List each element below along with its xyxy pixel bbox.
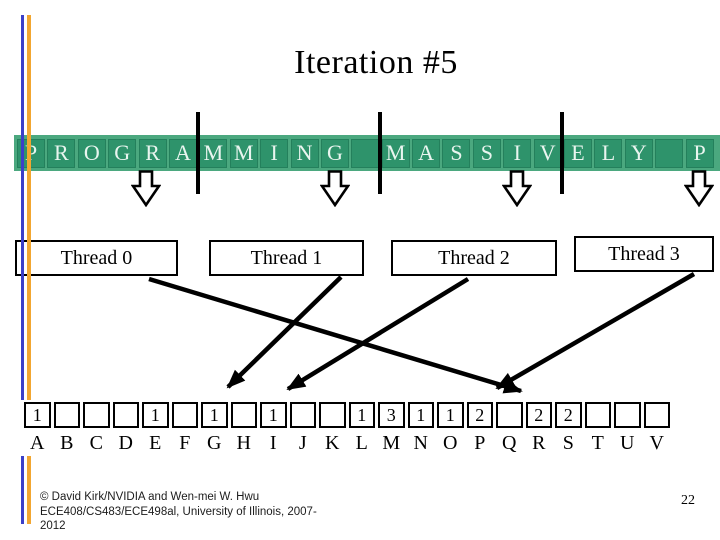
histogram-letter: O <box>443 431 458 454</box>
input-cell: M <box>199 138 228 168</box>
input-cell: R <box>138 138 167 168</box>
thread-2-arrow <box>286 277 470 391</box>
thread-box-0: Thread 0 <box>15 240 178 276</box>
histogram-cell <box>171 402 198 428</box>
current-position-arrow-icon <box>131 170 161 207</box>
histogram-cell: 2 <box>525 402 552 428</box>
thread-label: Thread 3 <box>608 242 680 265</box>
histogram-letter: J <box>298 431 307 454</box>
page-number: 22 <box>681 493 695 508</box>
histogram-letter: V <box>649 431 664 454</box>
histogram-letter: E <box>149 431 162 454</box>
histogram-letter: P <box>474 431 486 454</box>
thread-box-1: Thread 1 <box>209 240 364 276</box>
histogram-letter: M <box>382 431 401 454</box>
thread-0-arrow <box>148 276 523 394</box>
current-position-arrow-icon <box>502 170 532 207</box>
orange-accent-bar <box>26 15 31 400</box>
histogram-cell <box>83 402 110 428</box>
input-cell: S <box>442 138 471 168</box>
histogram-cell <box>230 402 257 428</box>
input-cell: A <box>412 138 441 168</box>
current-position-arrow-icon <box>684 170 714 207</box>
footer-line: 2012 <box>40 520 66 532</box>
input-string-row: P R O G R A M M I N G M A S S I V E L Y … <box>14 135 720 171</box>
input-cell: R <box>47 138 76 168</box>
input-cell: M <box>229 138 258 168</box>
histogram-letter: I <box>269 431 277 454</box>
histogram-cell: 1 <box>201 402 228 428</box>
input-cell: I <box>503 138 532 168</box>
input-cell: M <box>381 138 410 168</box>
input-cell: I <box>260 138 289 168</box>
histogram-cell: 2 <box>466 402 493 428</box>
histogram-cell: 2 <box>555 402 582 428</box>
histogram-cell: 1 <box>437 402 464 428</box>
thread-box-2: Thread 2 <box>391 240 557 276</box>
histogram-letter: D <box>118 431 133 454</box>
current-position-arrow-icon <box>320 170 350 207</box>
histogram-letter: C <box>89 431 103 454</box>
blue-accent-bar <box>21 15 25 400</box>
histogram-cell: 1 <box>24 402 51 428</box>
thread-1-arrow <box>226 275 343 389</box>
histogram-letter: R <box>532 431 546 454</box>
section-divider <box>196 112 200 194</box>
histogram-letter: K <box>325 431 340 454</box>
input-cell: P <box>685 138 714 168</box>
histogram-letter: G <box>207 431 222 454</box>
histogram-letter: U <box>620 431 635 454</box>
input-cell <box>351 138 380 168</box>
histogram-cell <box>112 402 139 428</box>
histogram-cell <box>614 402 641 428</box>
histogram-cell <box>289 402 316 428</box>
footer-copyright: © David Kirk/NVIDIA and Wen-mei W. Hwu E… <box>40 490 317 534</box>
input-cell: S <box>472 138 501 168</box>
histogram-cell: 1 <box>142 402 169 428</box>
histogram-letter: B <box>60 431 74 454</box>
histogram-letter: F <box>179 431 191 454</box>
histogram-cell <box>53 402 80 428</box>
thread-3-arrow <box>495 272 696 390</box>
histogram-cell: 1 <box>407 402 434 428</box>
histogram-letter: Q <box>502 431 517 454</box>
input-cell: E <box>564 138 593 168</box>
input-cell: G <box>320 138 349 168</box>
footer-line: © David Kirk/NVIDIA and Wen-mei W. Hwu <box>40 491 260 503</box>
section-divider <box>560 112 564 194</box>
histogram-letter: A <box>30 431 45 454</box>
histogram-letter: N <box>413 431 428 454</box>
thread-label: Thread 2 <box>438 246 510 269</box>
thread-label: Thread 0 <box>60 246 133 269</box>
histogram-cell <box>584 402 611 428</box>
section-divider <box>378 112 382 194</box>
input-cell <box>655 138 684 168</box>
histogram-letter: S <box>562 431 574 454</box>
histogram-letter: L <box>355 431 368 454</box>
orange-accent-bar <box>26 456 31 524</box>
input-cell: V <box>533 138 562 168</box>
histogram-cell <box>496 402 523 428</box>
histogram-cell: 1 <box>348 402 375 428</box>
histogram-cell: 3 <box>378 402 405 428</box>
input-cell: G <box>108 138 137 168</box>
histogram-cell <box>319 402 346 428</box>
histogram-cell <box>643 402 670 428</box>
thread-box-3: Thread 3 <box>574 236 714 272</box>
slide-title: Iteration #5 <box>294 44 458 81</box>
histogram-letters-row: A B C D E F G H I J K L M N O P Q R S T … <box>24 430 670 456</box>
footer-line: ECE408/CS483/ECE498al, University of Ill… <box>40 505 317 518</box>
blue-accent-bar <box>21 456 25 524</box>
input-cell: O <box>77 138 106 168</box>
input-cell: A <box>168 138 197 168</box>
input-cell: Y <box>624 138 653 168</box>
histogram-letter: H <box>236 431 251 454</box>
histogram-row: 1 1 1 1 1 3 1 1 2 2 2 <box>24 402 670 428</box>
histogram-cell: 1 <box>260 402 287 428</box>
input-cell: N <box>290 138 319 168</box>
input-cell: L <box>594 138 623 168</box>
thread-label: Thread 1 <box>250 246 323 269</box>
histogram-letter: T <box>591 431 604 454</box>
